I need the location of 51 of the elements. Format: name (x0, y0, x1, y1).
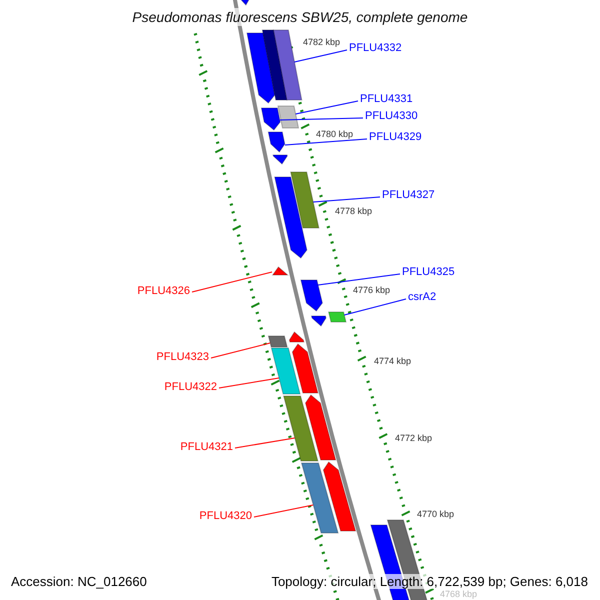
gene-block (282, 396, 319, 462)
gene-block (310, 316, 327, 327)
gene-label: csrA2 (408, 290, 436, 304)
leader-line (254, 504, 314, 518)
leader-line (234, 438, 296, 448)
gene-block (262, 30, 288, 100)
gene-label: PFLU4327 (382, 188, 435, 202)
gene-block (304, 394, 336, 460)
scale-label: 4780 kbp (316, 129, 354, 140)
leader-line (318, 274, 400, 286)
gene-label: PFLU4323 (156, 350, 209, 364)
gene-label: PFLU4325 (402, 266, 455, 278)
scale-label: 4770 kbp (417, 509, 454, 520)
gene-block (322, 461, 356, 532)
gene-block (300, 280, 323, 312)
accession-label: Accession: NC_012660 (9, 574, 149, 589)
scale-label: 4774 kbp (374, 356, 412, 367)
gene-block (272, 266, 288, 276)
gene-block (277, 106, 300, 128)
leader-line (218, 378, 280, 388)
scale-label: 4776 kbp (353, 285, 390, 296)
leader-line (192, 272, 273, 292)
leader-line (210, 342, 271, 358)
gene-label: PFLU4321 (180, 440, 233, 454)
leader-line (344, 298, 406, 316)
gene-label: PFLU4329 (369, 130, 422, 144)
scale-label: 4782 kbp (303, 37, 340, 48)
leader-line (312, 196, 380, 202)
gene-block (260, 108, 281, 131)
gene-block (270, 348, 301, 394)
leader-line (294, 50, 348, 62)
gene-block (246, 32, 276, 104)
gene-label: PFLU4332 (349, 42, 402, 54)
gene-label: PFLU4320 (199, 510, 252, 522)
gene-label: PFLU4330 (365, 110, 418, 122)
scale-label: 4772 kbp (395, 433, 432, 444)
gene-block (274, 176, 308, 259)
gene-label: PFLU4326 (137, 284, 190, 298)
gene-label: PFLU4322 (164, 380, 217, 394)
gene-block (300, 462, 339, 534)
gene-block (292, 343, 319, 394)
leader-line (284, 138, 368, 146)
scale-label: 4768 kbp (440, 589, 478, 600)
scale-label: 4778 kbp (335, 206, 372, 217)
gene-block (328, 312, 347, 322)
gene-block (272, 30, 302, 100)
leader-line (279, 118, 364, 120)
gene-label: PFLU4331 (360, 92, 413, 106)
leader-line (295, 100, 358, 114)
gene-block (290, 172, 320, 228)
genome-summary: Topology: circular; Length: 6,722,539 bp; Genes: 6,018 (269, 574, 590, 589)
